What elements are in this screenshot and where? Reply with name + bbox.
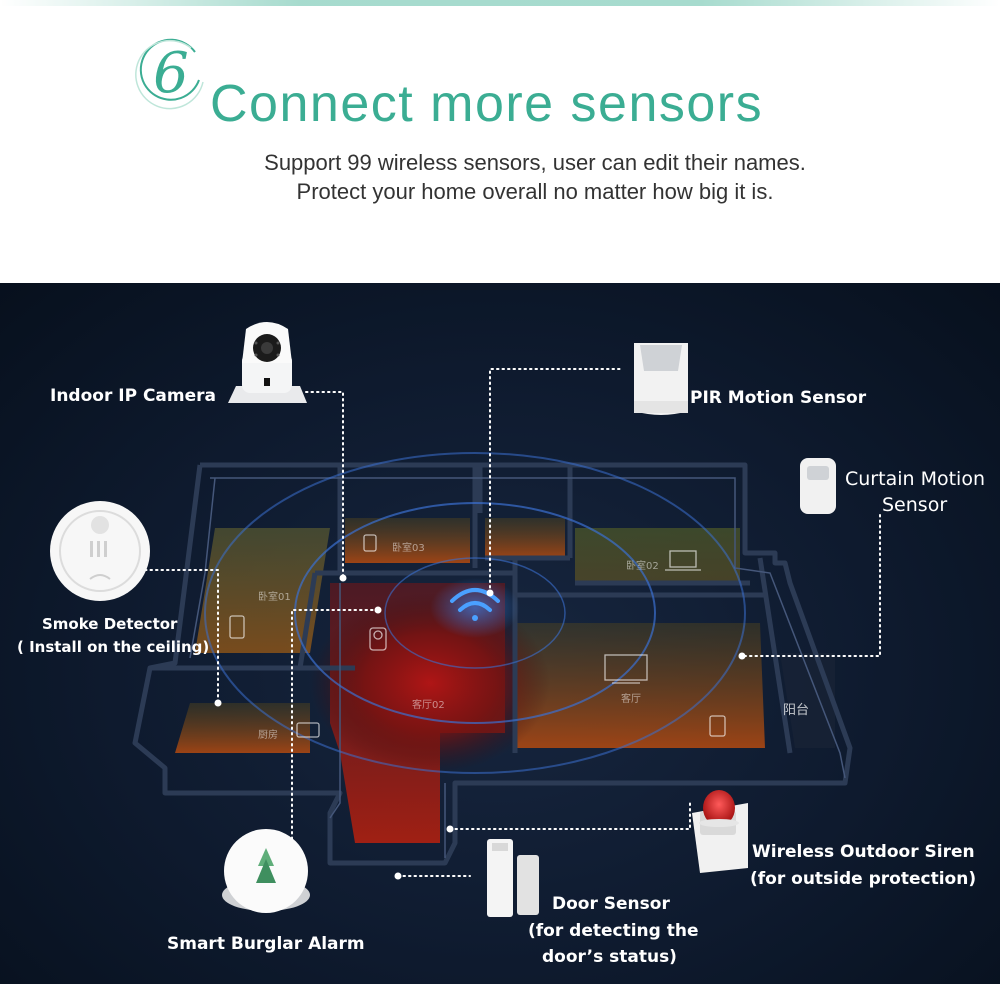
- label-indoor-ip-camera: Indoor IP Camera: [50, 386, 217, 406]
- bedroom02-laptop-icon: [665, 550, 701, 571]
- living-tv-icon: [604, 654, 648, 684]
- label-smoke-detector-note: ( Install on the ceiling): [17, 638, 210, 656]
- label-curtain-motion-line1: Curtain Motion: [845, 468, 985, 490]
- bedroom01-phone-icon: [229, 615, 245, 639]
- step-badge-icon: [135, 38, 204, 110]
- room-label-living: 客厅: [621, 694, 641, 705]
- bedroom03-device-icon: [363, 534, 377, 552]
- house-walls-inner: [189, 477, 846, 858]
- room-label-bedroom01: 卧室01: [258, 592, 291, 603]
- pir-sensor-icon: [634, 343, 688, 415]
- label-door-sensor-note-2: door’s status): [542, 947, 677, 967]
- wifi-range-rings: [204, 452, 746, 774]
- burglar-alarm-hub-icon: [222, 829, 310, 913]
- ip-camera-icon: [228, 322, 307, 403]
- living-tablet-icon: [709, 715, 726, 737]
- door-sensor-icon: [487, 839, 539, 917]
- room-label-living02: 客厅02: [412, 700, 445, 711]
- label-door-sensor-note-1: (for detecting the: [528, 921, 699, 941]
- label-smoke-detector: Smoke Detector: [42, 615, 178, 633]
- header: 6 Connect more sensors Support 99 wirele…: [0, 0, 1000, 280]
- label-curtain-motion-line2: Sensor: [882, 494, 948, 516]
- wifi-icon: [450, 588, 500, 621]
- label-wireless-outdoor-siren: Wireless Outdoor Siren: [752, 842, 975, 862]
- room-label-kitchen: 厨房: [258, 730, 278, 741]
- step-number: 6: [153, 41, 189, 106]
- siren-icon: [692, 790, 748, 873]
- home-floorplan-scene: 卧室03 卧室02 卧室01 客厅02 客厅 厨房 阳台 Indoor IP C…: [0, 283, 1000, 984]
- label-door-sensor: Door Sensor: [552, 894, 670, 914]
- room-label-bedroom02: 卧室02: [626, 561, 659, 572]
- curtain-sensor-icon: [800, 458, 836, 514]
- label-siren-note: (for outside protection): [750, 869, 977, 889]
- label-pir-motion-sensor: PIR Motion Sensor: [690, 388, 867, 408]
- top-accent-line: [0, 0, 1000, 6]
- room-label-balcony: 阳台: [783, 703, 810, 718]
- subtitle-line-1: Support 99 wireless sensors, user can ed…: [264, 150, 806, 175]
- connector-lines: [144, 368, 881, 877]
- connector-endpoints: [214, 574, 746, 880]
- page-title: Connect more sensors: [210, 75, 764, 133]
- living02-camera-device-icon: [369, 627, 387, 651]
- room-floors: [175, 518, 835, 843]
- floorplan-graphic: [50, 322, 881, 917]
- smoke-detector-icon: [50, 501, 150, 601]
- label-smart-burglar-alarm: Smart Burglar Alarm: [167, 934, 365, 954]
- room-label-bedroom03: 卧室03: [392, 543, 425, 554]
- subtitle-line-2: Protect your home overall no matter how …: [296, 179, 774, 204]
- kitchen-device-icon: [296, 722, 320, 738]
